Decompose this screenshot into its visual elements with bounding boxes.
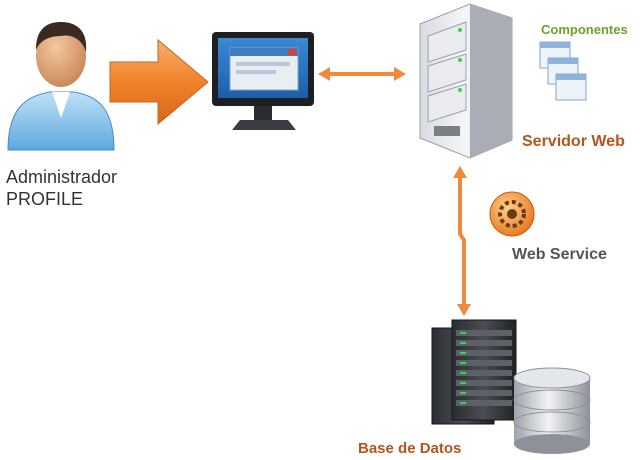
server-rack-icon <box>431 319 517 425</box>
base-de-datos-label: Base de Datos <box>358 440 462 457</box>
gear-icon <box>489 191 535 237</box>
server-tower-icon <box>419 3 513 159</box>
servidor-web-label: Servidor Web <box>522 133 625 150</box>
user-icon <box>7 22 115 151</box>
admin-label-line1: Administrador <box>6 167 118 187</box>
arrow-monitor-server <box>318 67 406 81</box>
web-service-label: Web Service <box>512 246 607 263</box>
admin-label-line2: PROFILE <box>6 189 84 209</box>
componentes-label: Componentes <box>541 22 628 37</box>
big-arrow <box>109 38 209 126</box>
monitor-icon <box>212 32 314 130</box>
components-windows-icon <box>539 41 587 101</box>
admin-label: Administrador PROFILE <box>6 166 117 210</box>
arrow-server-database <box>453 166 471 316</box>
database-icon <box>513 367 591 454</box>
